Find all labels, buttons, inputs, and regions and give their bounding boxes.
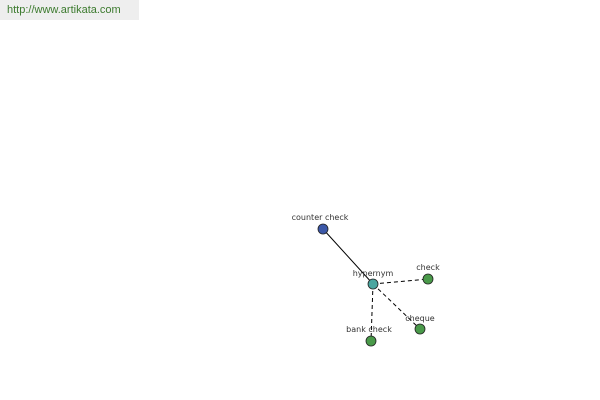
link-bank-check <box>370 283 374 342</box>
link-check <box>372 278 429 285</box>
node-cheque[interactable] <box>414 323 426 335</box>
label-check: check <box>416 263 440 272</box>
source-url-link[interactable]: http://www.artikata.com <box>7 4 121 16</box>
link-cheque <box>372 283 421 330</box>
link-counter-check <box>322 228 374 285</box>
node-counter-check[interactable] <box>317 223 329 235</box>
label-bank-check: bank check <box>346 325 392 334</box>
source-url-bar: http://www.artikata.com <box>0 0 139 20</box>
label-hypernym: hypernym <box>353 269 394 278</box>
node-hypernym[interactable] <box>367 278 379 290</box>
label-counter-check: counter check <box>292 213 349 222</box>
node-bank-check[interactable] <box>365 335 377 347</box>
node-check[interactable] <box>422 273 434 285</box>
label-cheque: cheque <box>405 314 435 323</box>
